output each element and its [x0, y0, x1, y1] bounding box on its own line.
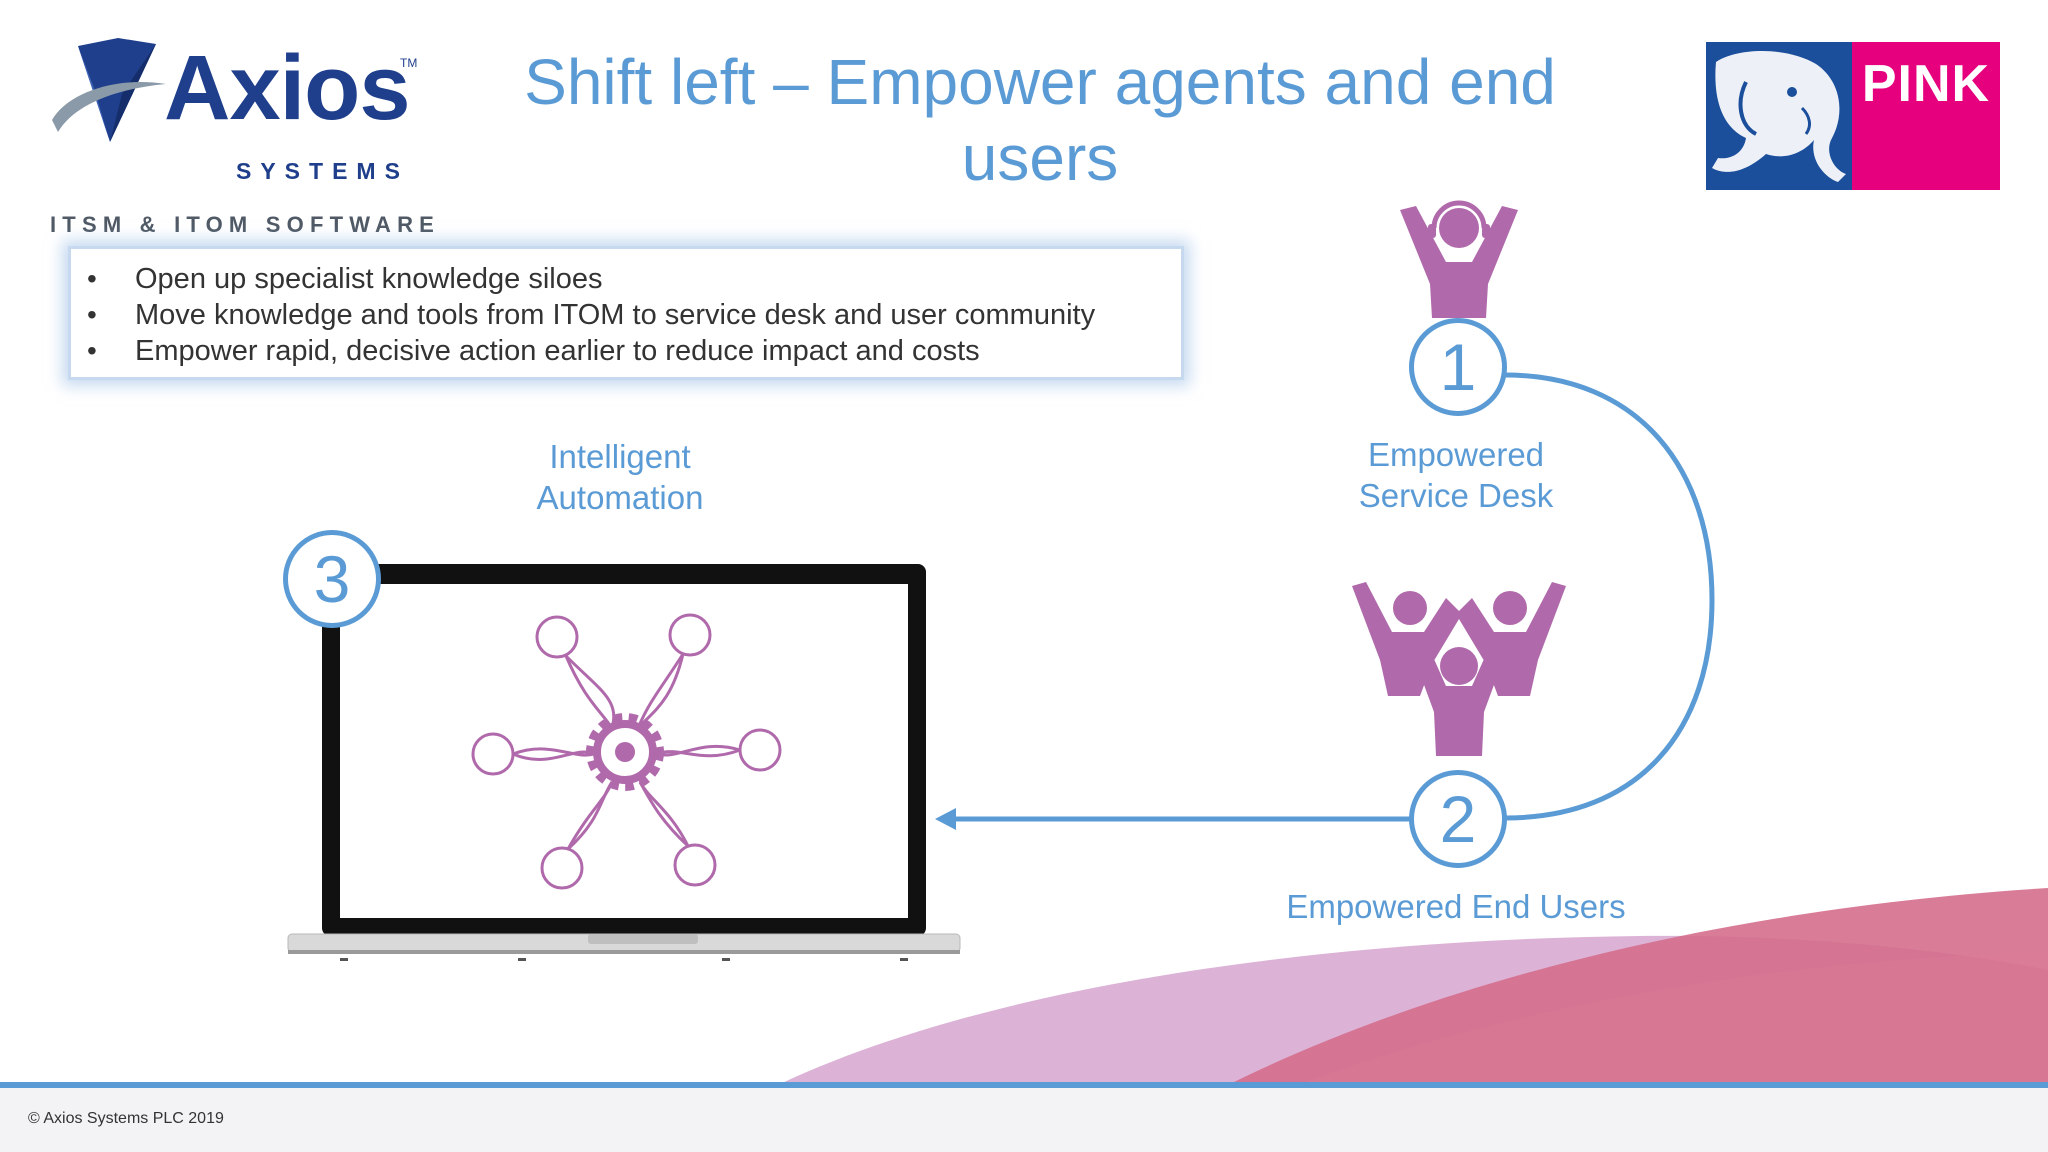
label-line: Automation	[536, 479, 704, 516]
bullet-item: • Move knowledge and tools from ITOM to …	[71, 297, 1181, 333]
gear-icon	[586, 713, 664, 791]
step-number-3: 3	[283, 530, 381, 628]
connector-arc	[1504, 372, 1715, 821]
step-number-1: 1	[1409, 318, 1507, 416]
bullet-text: Open up specialist knowledge siloes	[135, 263, 603, 295]
pink-logo-magenta-panel: PINK	[1852, 42, 2000, 190]
bullet-box: • Open up specialist knowledge siloes • …	[68, 246, 1184, 380]
logo-tagline: ITSM & ITOM SOFTWARE	[50, 212, 441, 237]
pink-logo: PINK	[1706, 42, 2000, 190]
connector-arrowhead	[935, 808, 956, 830]
decor-wave-rose	[1230, 888, 2048, 1084]
bullet-list: • Open up specialist knowledge siloes • …	[71, 249, 1181, 369]
logo-trademark: TM	[400, 56, 418, 70]
logo-subname: SYSTEMS	[236, 158, 409, 184]
intelligent-automation-label: Intelligent Automation	[480, 436, 760, 518]
logo-wordmark: Axios	[164, 37, 411, 139]
axios-mark-icon	[52, 38, 166, 142]
footer-divider	[0, 1082, 2048, 1088]
agent-with-headset-icon	[1400, 200, 1518, 318]
laptop-icon	[287, 564, 961, 961]
bullet-text: Move knowledge and tools from ITOM to se…	[135, 299, 1096, 331]
user-group-icon	[1352, 582, 1566, 756]
gear-network-icon	[471, 613, 782, 890]
axios-logo: Axios TM SYSTEMS ITSM & ITOM SOFTWARE	[48, 36, 434, 237]
empowered-end-users-label: Empowered End Users	[1286, 888, 1626, 925]
bullet-item: • Open up specialist knowledge siloes	[71, 261, 1181, 297]
bullet-text: Empower rapid, decisive action earlier t…	[135, 335, 980, 367]
pink-logo-blue-panel	[1706, 42, 1852, 190]
bullet-marker: •	[87, 335, 97, 366]
step-number-2: 2	[1409, 770, 1507, 868]
label-line: Empowered	[1367, 436, 1545, 473]
bullet-marker: •	[87, 299, 97, 330]
pink-logo-text: PINK	[1861, 55, 1991, 113]
bullet-item: • Empower rapid, decisive action earlier…	[71, 333, 1181, 369]
label-line: Intelligent	[549, 438, 691, 475]
elephant-icon	[1712, 51, 1846, 182]
decor-wave-rose-light	[1300, 952, 2048, 1084]
bullet-marker: •	[87, 263, 97, 294]
slide-title: Shift left – Empower agents and end user…	[524, 46, 1556, 194]
empowered-service-desk-label: Empowered Service Desk	[1306, 434, 1606, 516]
footer: © Axios Systems PLC 2019	[0, 1088, 2048, 1152]
label-line: Service Desk	[1358, 477, 1554, 514]
copyright-text: © Axios Systems PLC 2019	[28, 1110, 224, 1127]
